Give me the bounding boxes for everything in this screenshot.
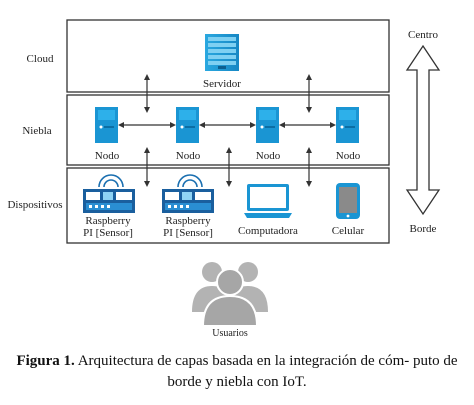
- node-icon: [176, 107, 199, 143]
- sensor-label-line2: PI [Sensor]: [163, 227, 213, 239]
- raspberry-pi-icon: [162, 174, 214, 213]
- node-icon: [256, 107, 279, 143]
- layer-label-devices: Dispositivos: [7, 199, 62, 211]
- caption-label: Figura 1.: [16, 353, 75, 369]
- computer-label: Computadora: [238, 225, 298, 237]
- users-icon: [192, 262, 268, 327]
- double-arrow-icon: [405, 44, 441, 216]
- layer-label-cloud: Cloud: [27, 53, 54, 65]
- raspberry-pi-icon: [83, 174, 135, 213]
- axis-label-bottom: Borde: [410, 223, 437, 235]
- node-label: Nodo: [95, 150, 120, 162]
- node-label: Nodo: [256, 150, 281, 162]
- phone-icon: [336, 183, 360, 219]
- axis-label-top: Centro: [408, 29, 438, 41]
- node-icon: [336, 107, 359, 143]
- caption-text: Arquitectura de capas basada en la integ…: [77, 353, 458, 390]
- node-icon: [95, 107, 118, 143]
- sensor-label-line1: Raspberry: [165, 215, 211, 227]
- server-label: Servidor: [203, 78, 241, 90]
- figure-caption: Figura 1. Arquitectura de capas basada e…: [0, 351, 474, 393]
- node-label: Nodo: [336, 150, 361, 162]
- phone-label: Celular: [332, 225, 365, 237]
- users-label: Usuarios: [212, 328, 248, 339]
- node-label: Nodo: [176, 150, 201, 162]
- layer-label-fog: Niebla: [22, 125, 51, 137]
- laptop-icon: [244, 184, 292, 218]
- server-icon: [205, 34, 239, 71]
- sensor-label-line1: Raspberry: [85, 215, 131, 227]
- sensor-label-line2: PI [Sensor]: [83, 227, 133, 239]
